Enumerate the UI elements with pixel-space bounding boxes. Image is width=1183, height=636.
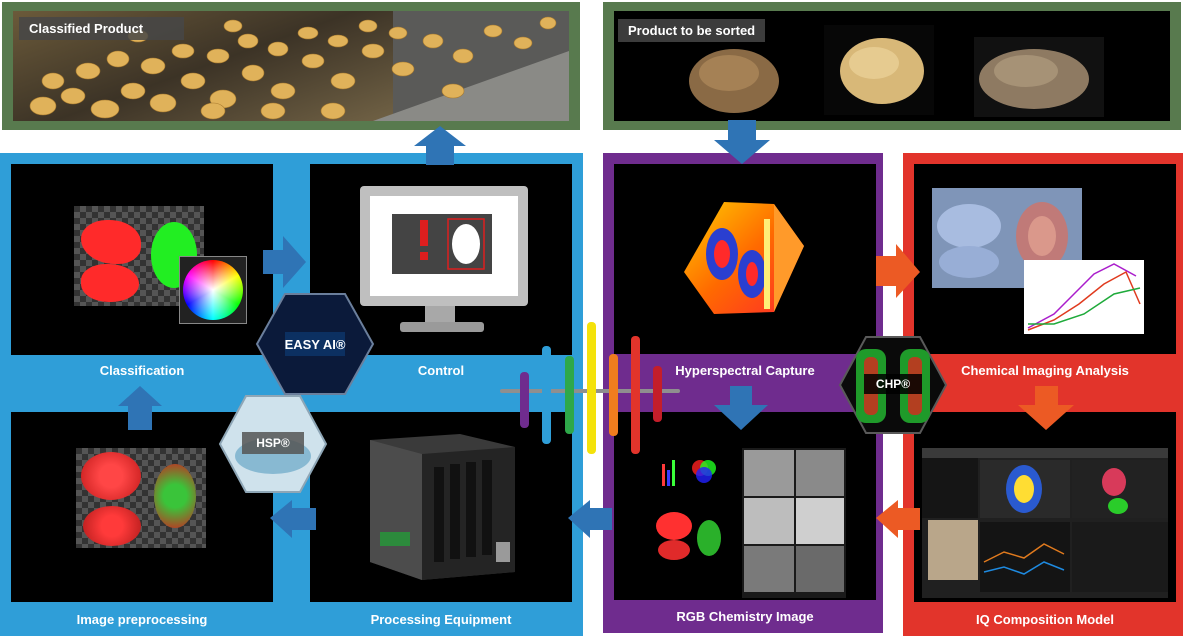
red-segment-bottom bbox=[81, 264, 139, 302]
easy-ai-badge-shape bbox=[255, 293, 375, 395]
rgb-chemistry-image bbox=[614, 412, 876, 600]
preprocessed-potato-2 bbox=[83, 506, 141, 546]
classification-caption: Classification bbox=[99, 363, 185, 378]
hypercube-icon bbox=[684, 202, 804, 314]
color-wheel bbox=[179, 256, 247, 324]
classified-product-panel: Classified Product bbox=[2, 2, 580, 130]
rgb-chemistry-graphic bbox=[656, 448, 846, 598]
potato-conveyor-image bbox=[29, 11, 569, 121]
processing-equipment-caption: Processing Equipment bbox=[370, 612, 512, 627]
easy-ai-badge: EASY AI® bbox=[284, 336, 346, 352]
control-caption: Control bbox=[417, 363, 465, 378]
control-image bbox=[310, 164, 572, 355]
product-to-be-sorted-photo: Product to be sorted bbox=[614, 11, 1170, 121]
rgb-chemistry-caption: RGB Chemistry Image bbox=[676, 609, 814, 624]
chemical-imaging-analysis-image bbox=[914, 164, 1176, 354]
monitor-icon bbox=[360, 186, 528, 332]
iq-software-screenshot bbox=[922, 448, 1168, 598]
hyperspectral-capture-caption: Hyperspectral Capture bbox=[675, 363, 815, 378]
hsp-badge-shape bbox=[218, 395, 328, 493]
iq-composition-model-image bbox=[914, 412, 1176, 602]
image-preprocessing-image bbox=[11, 412, 273, 602]
classified-product-label: Classified Product bbox=[19, 17, 184, 40]
hsp-badge: HSP® bbox=[256, 436, 290, 450]
chemical-analysis-graphic bbox=[932, 188, 1144, 334]
processing-equipment-image bbox=[310, 412, 572, 602]
hyperspectral-capture-image bbox=[614, 164, 876, 354]
preprocessed-potato-3 bbox=[154, 464, 196, 528]
red-segment-top bbox=[81, 220, 141, 264]
preprocessed-potato-1 bbox=[81, 452, 141, 500]
iq-composition-model-caption: IQ Composition Model bbox=[976, 612, 1114, 627]
potato-samples-image bbox=[689, 25, 1104, 117]
classified-product-photo: Classified Product bbox=[13, 11, 569, 121]
classification-image bbox=[11, 164, 273, 355]
chp-badge: CHP® bbox=[864, 374, 922, 394]
industrial-pc-icon bbox=[370, 434, 515, 580]
image-preprocessing-caption: Image preprocessing bbox=[76, 612, 208, 627]
product-to-be-sorted-label: Product to be sorted bbox=[618, 19, 766, 42]
product-to-be-sorted-panel: Product to be sorted bbox=[603, 2, 1181, 130]
chemical-imaging-analysis-caption: Chemical Imaging Analysis bbox=[961, 363, 1129, 378]
